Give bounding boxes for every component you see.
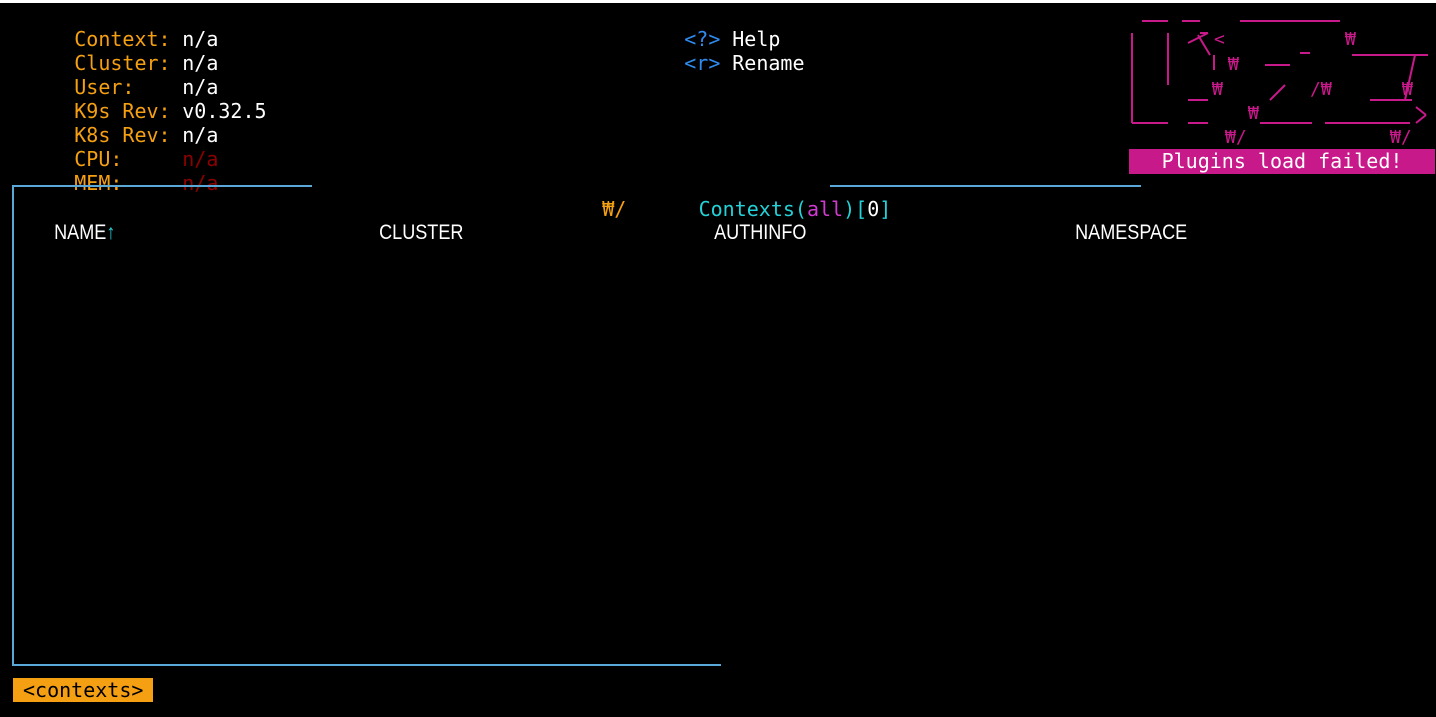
info-value: n/a: [182, 123, 219, 147]
info-key: MEM:: [74, 171, 123, 195]
hint-key: <r>: [684, 51, 721, 75]
breadcrumb-contexts[interactable]: <contexts>: [13, 678, 154, 702]
flash-error-banner: Plugins load failed!: [1129, 149, 1435, 174]
frame-border: [830, 185, 1141, 187]
info-cpu: CPU: n/a: [2, 123, 218, 171]
k9s-logo: < ₩ ₩ ₩ /₩ ₩ ₩ ₩/ ₩/: [1131, 20, 1428, 148]
title-glyph: ₩/: [602, 197, 627, 221]
column-label: CLUSTER: [379, 221, 464, 244]
info-value: n/a: [182, 51, 219, 75]
svg-text:₩/: ₩/: [1390, 127, 1412, 148]
title-paren: ): [843, 197, 856, 221]
svg-text:₩: ₩: [1212, 79, 1223, 100]
info-key: K9s Rev:: [74, 99, 171, 123]
svg-text:₩: ₩: [1248, 103, 1259, 124]
frame-border: [12, 664, 721, 666]
column-header-name[interactable]: NAME↑: [24, 197, 115, 269]
info-key: CPU:: [74, 147, 123, 171]
info-value: n/a: [182, 75, 219, 99]
contexts-table: ₩/ Contexts(all)[0] NAME↑ CLUSTER AUTHIN…: [12, 185, 1187, 666]
hint-label: Rename: [732, 51, 805, 75]
sort-asc-icon: ↑: [106, 221, 116, 244]
title-paren: (: [794, 197, 807, 221]
hint-rename[interactable]: <r> Rename: [612, 27, 805, 99]
svg-text:₩: ₩: [1345, 29, 1356, 50]
title-filter: all: [806, 197, 844, 221]
frame-border: [12, 185, 14, 666]
info-value: n/a: [182, 27, 219, 51]
title-bracket: ]: [879, 197, 892, 221]
title-resource: Contexts: [698, 197, 795, 221]
column-label: NAMESPACE: [1075, 221, 1188, 244]
frame-border: [12, 185, 312, 187]
svg-text:/₩: /₩: [1310, 79, 1332, 100]
table-title: ₩/ Contexts(all)[0]: [530, 173, 891, 245]
svg-text:₩: ₩: [1228, 54, 1239, 75]
info-key: K8s Rev:: [74, 123, 171, 147]
info-value: n/a: [182, 147, 219, 171]
column-label: NAME: [54, 221, 107, 244]
svg-text:₩/: ₩/: [1225, 127, 1247, 148]
info-k8s-rev: K8s Rev: n/a: [2, 99, 218, 147]
column-header-authinfo[interactable]: AUTHINFO: [685, 197, 806, 269]
info-value: n/a: [182, 171, 219, 195]
info-value: v0.32.5: [182, 99, 267, 123]
hint-help[interactable]: <?> Help: [612, 3, 780, 75]
column-header-namespace[interactable]: NAMESPACE: [1045, 197, 1187, 269]
title-bracket: [: [855, 197, 868, 221]
column-header-cluster[interactable]: CLUSTER: [349, 197, 463, 269]
title-count: 0: [867, 197, 880, 221]
info-k9s-rev: K9s Rev: v0.32.5: [2, 75, 266, 123]
info-user: User: n/a: [2, 51, 218, 99]
info-key: Context:: [74, 27, 171, 51]
info-key: Cluster:: [74, 51, 171, 75]
hint-label: Help: [732, 27, 781, 51]
info-context: Context: n/a: [2, 3, 218, 51]
info-key: User:: [74, 75, 135, 99]
column-label: AUTHINFO: [714, 221, 807, 244]
info-cluster: Cluster: n/a: [2, 27, 218, 75]
hint-key: <?>: [684, 27, 721, 51]
info-mem: MEM: n/a: [2, 147, 218, 195]
svg-text:<: <: [1214, 29, 1225, 50]
svg-text:₩: ₩: [1402, 79, 1413, 100]
